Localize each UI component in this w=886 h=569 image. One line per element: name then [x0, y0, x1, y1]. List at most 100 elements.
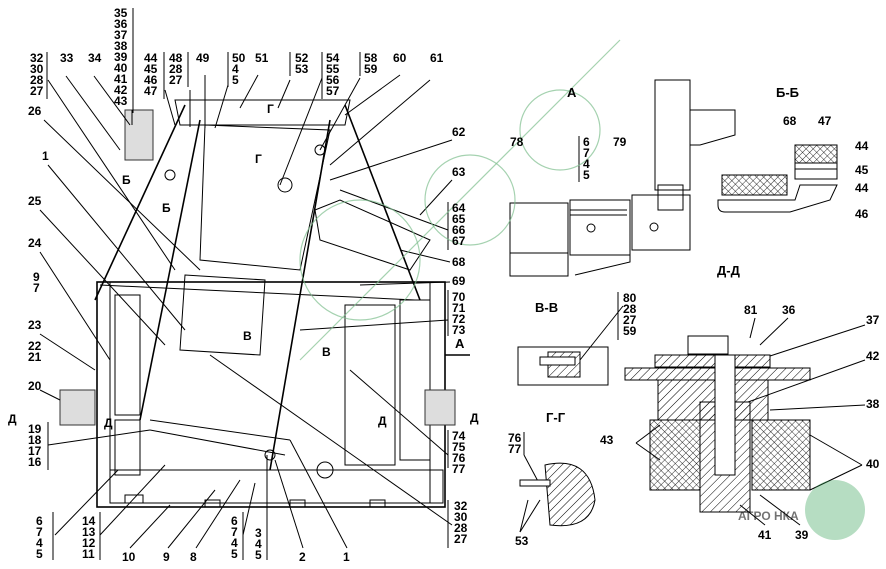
part-number-label: 41 — [114, 72, 128, 86]
section-markers: Б Б Г Г В В А Д Д Д Д — [8, 102, 479, 430]
part-number-label: 4 — [232, 62, 239, 76]
part-number-label: 44 — [855, 181, 869, 195]
part-number-label: 60 — [393, 51, 407, 65]
part-number-label: 42 — [114, 83, 128, 97]
logo-text: АГРО НКА — [738, 509, 799, 523]
part-number-label: 49 — [196, 51, 210, 65]
part-number-label: 63 — [452, 165, 466, 179]
part-number-label: 66 — [452, 223, 466, 237]
marker-a: А — [455, 336, 465, 351]
part-number-label: 37 — [114, 28, 128, 42]
section-dd-title: Д-Д — [717, 263, 741, 278]
part-number-label: 25 — [28, 194, 42, 208]
part-number-label: 75 — [452, 440, 466, 454]
marker-b: Б — [122, 173, 131, 187]
part-number-label: 10 — [122, 550, 136, 564]
part-number-label: 6 — [231, 514, 238, 528]
marker-v: В — [322, 345, 331, 359]
part-number-label: 40 — [866, 457, 880, 471]
part-number-label: 43 — [114, 94, 128, 108]
part-number-label: 7 — [231, 525, 238, 539]
part-number-label: 2 — [299, 550, 306, 564]
part-number-label: 54 — [326, 51, 340, 65]
part-number-label: 5 — [255, 548, 262, 562]
part-number-label: 33 — [60, 51, 74, 65]
part-number-label: 4 — [231, 536, 238, 550]
part-number-label: 27 — [169, 73, 183, 87]
part-number-label: 24 — [28, 236, 42, 250]
part-number-label: 68 — [783, 114, 797, 128]
part-number-label: 3 — [255, 526, 262, 540]
section-gg-title: Г-Г — [546, 410, 566, 425]
part-number-label: 74 — [452, 429, 466, 443]
part-number-label: 16 — [28, 455, 42, 469]
part-number-label: 1 — [42, 149, 49, 163]
part-number-label: 56 — [326, 73, 340, 87]
part-number-label: 7 — [33, 281, 40, 295]
marker-d: Д — [8, 412, 17, 426]
part-number-label: 23 — [28, 318, 42, 332]
part-number-label: 5 — [36, 547, 43, 561]
part-number-label: 28 — [169, 62, 183, 76]
part-number-label: 81 — [744, 303, 758, 317]
part-number-label: 38 — [114, 39, 128, 53]
part-number-label: 50 — [232, 51, 246, 65]
view-a-title: А — [567, 85, 577, 100]
part-number-label: 26 — [28, 104, 42, 118]
part-number-label: 69 — [452, 274, 466, 288]
part-number-label: 53 — [295, 62, 309, 76]
part-number-label: 6 — [36, 514, 43, 528]
part-number-label: 67 — [452, 234, 466, 248]
agro-logo: АГРО НКА — [738, 480, 865, 540]
part-number-label: 58 — [364, 51, 378, 65]
part-number-label: 70 — [452, 290, 466, 304]
part-number-label: 43 — [600, 433, 614, 447]
part-number-label: 57 — [326, 84, 340, 98]
part-number-label: 45 — [855, 163, 869, 177]
part-number-label: 27 — [454, 532, 468, 546]
part-number-label: 4 — [36, 536, 43, 550]
part-number-label: 64 — [452, 201, 466, 215]
part-number-label: 39 — [795, 528, 809, 542]
part-number-label: 28 — [454, 521, 468, 535]
part-number-label: 79 — [613, 135, 627, 149]
part-number-label: 59 — [623, 324, 637, 338]
part-number-label: 28 — [623, 302, 637, 316]
part-number-label: 30 — [454, 510, 468, 524]
part-number-label: 68 — [452, 255, 466, 269]
part-number-label: 77 — [508, 442, 522, 456]
part-number-label: 7 — [583, 146, 590, 160]
part-number-label: 72 — [452, 312, 466, 326]
part-number-label: 18 — [28, 433, 42, 447]
part-number-label: 19 — [28, 422, 42, 436]
part-number-label: 45 — [144, 62, 158, 76]
part-number-label: 1 — [343, 550, 350, 564]
view-a-detail — [509, 79, 736, 277]
part-number-label: 9 — [33, 270, 40, 284]
section-vv-title: В-В — [535, 300, 558, 315]
marker-g: Г — [255, 152, 262, 166]
part-number-label: 5 — [583, 168, 590, 182]
part-number-label: 80 — [623, 291, 637, 305]
part-number-label: 20 — [28, 379, 42, 393]
part-number-label: 32 — [454, 499, 468, 513]
part-number-label: 27 — [623, 313, 637, 327]
part-number-label: 46 — [144, 73, 158, 87]
part-number-label: 8 — [190, 550, 197, 564]
part-number-label: 47 — [818, 114, 832, 128]
watermark — [299, 39, 621, 361]
part-number-label: 39 — [114, 50, 128, 64]
part-number-label: 73 — [452, 323, 466, 337]
part-number-label: 71 — [452, 301, 466, 315]
part-number-label: 17 — [28, 444, 42, 458]
part-number-label: 52 — [295, 51, 309, 65]
part-number-label: 42 — [866, 349, 880, 363]
stack-separators — [46, 8, 619, 560]
part-number-label: 22 — [28, 339, 42, 353]
section-bb-detail — [717, 144, 838, 213]
part-number-label: 6 — [583, 135, 590, 149]
part-number-label: 5 — [231, 547, 238, 561]
part-number-label: 34 — [88, 51, 102, 65]
